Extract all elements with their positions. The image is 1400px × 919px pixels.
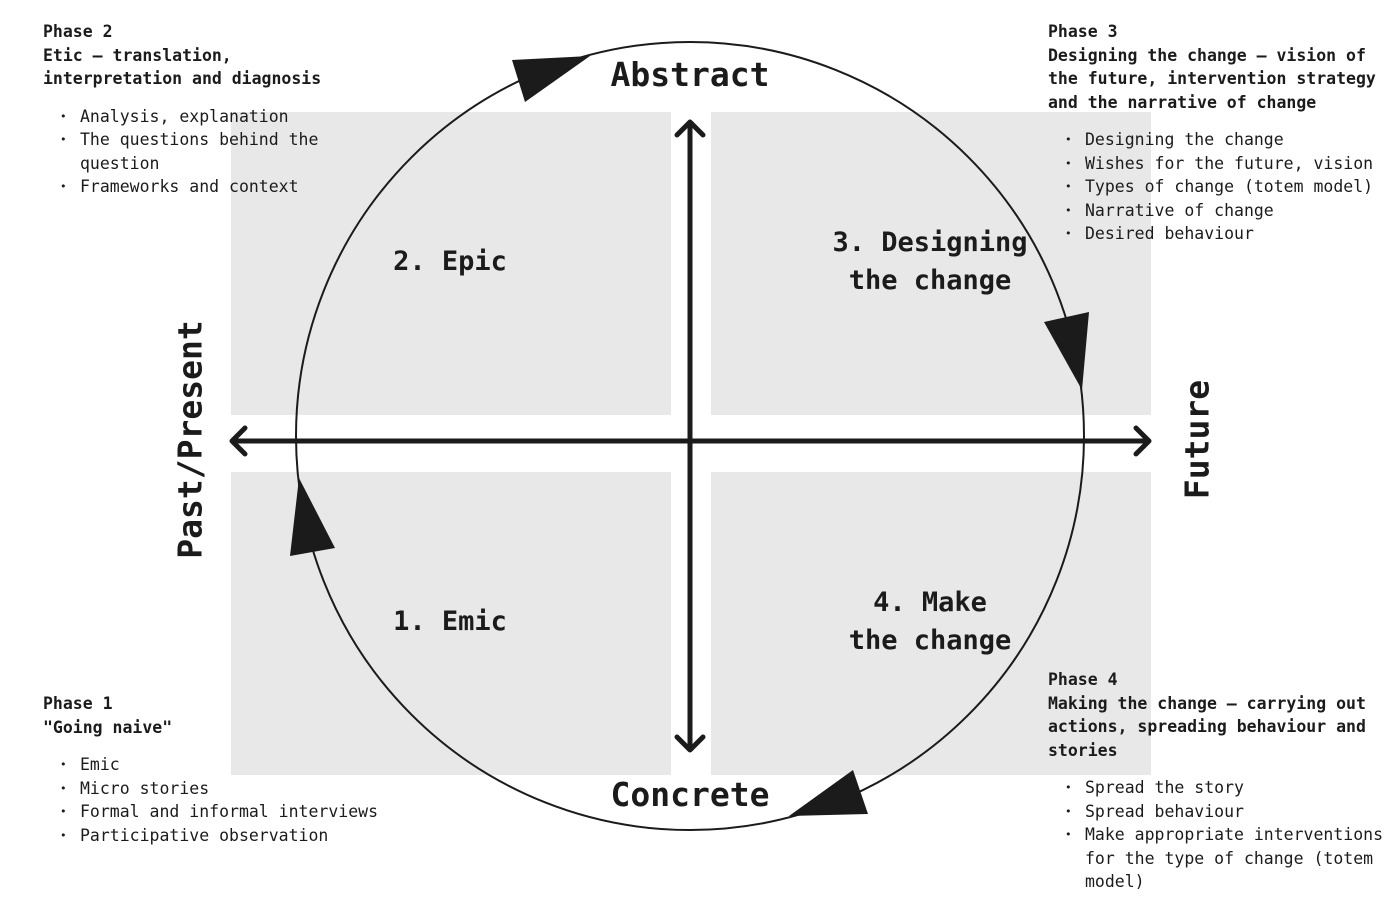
quadrant-make-background <box>711 472 1151 775</box>
list-item: Micro stories <box>60 777 423 801</box>
list-item: Frameworks and context <box>60 175 353 199</box>
axis-arrow-right-icon <box>1133 425 1152 457</box>
list-item: Desired behaviour <box>1065 222 1398 246</box>
phase-item-list: Emic Micro stories Formal and informal i… <box>43 753 423 847</box>
phase-1-block: Phase 1 "Going naive" Emic Micro stories… <box>43 692 423 847</box>
phase-title: Designing the change – vision of the fut… <box>1048 45 1376 112</box>
axis-label-future: Future <box>1177 379 1217 500</box>
list-item: Spread behaviour <box>1065 800 1400 824</box>
list-item: Types of change (totem model) <box>1065 175 1398 199</box>
phase-number: Phase 1 <box>43 694 113 713</box>
list-item: Narrative of change <box>1065 199 1398 223</box>
list-item: Participative observation <box>60 824 423 848</box>
cycle-arrowhead-top-icon <box>512 56 590 102</box>
quadrant-title-designing: 3. Designing the change <box>832 227 1028 296</box>
list-item: The questions behind the question <box>60 128 353 175</box>
cycle-circle <box>295 41 1085 831</box>
axis-label-past-present: Past/Present <box>170 320 210 559</box>
list-item: Formal and informal interviews <box>60 800 423 824</box>
axis-arrow-left-icon <box>229 425 248 457</box>
cycle-arrowhead-bottom-icon <box>789 770 868 816</box>
axis-label-abstract: Abstract <box>610 55 770 94</box>
phase-title: Making the change – carrying out actions… <box>1048 693 1366 760</box>
axis-label-concrete: Concrete <box>610 775 770 814</box>
phase-4-block: Phase 4 Making the change – carrying out… <box>1048 668 1398 894</box>
axis-arrow-down-icon <box>674 734 706 753</box>
list-item: Spread the story <box>1065 776 1400 800</box>
phase-title: Etic – translation, interpretation and d… <box>43 45 322 89</box>
list-item: Make appropriate interventions for the t… <box>1065 823 1400 894</box>
quadrant-title-make: 4. Make the change <box>848 587 1012 656</box>
list-item: Wishes for the future, vision <box>1065 152 1398 176</box>
list-item: Designing the change <box>1065 128 1398 152</box>
cycle-arrowhead-left-icon <box>290 478 335 556</box>
quadrant-title-emic: 1. Emic <box>393 606 507 637</box>
phase-item-list: Designing the change Wishes for the futu… <box>1048 128 1398 246</box>
phase-item-list: Analysis, explanation The questions behi… <box>43 105 353 199</box>
quadrant-title-epic: 2. Epic <box>393 246 507 277</box>
phase-number: Phase 3 <box>1048 22 1118 41</box>
axis-arrow-up-icon <box>674 119 706 138</box>
phase-item-list: Spread the story Spread behaviour Make a… <box>1048 776 1398 894</box>
list-item: Analysis, explanation <box>60 105 353 129</box>
phase-3-block: Phase 3 Designing the change – vision of… <box>1048 20 1398 246</box>
cycle-arrowhead-right-icon <box>1044 312 1089 390</box>
phase-title: "Going naive" <box>43 717 173 737</box>
phase-2-block: Phase 2 Etic – translation, interpretati… <box>43 20 353 199</box>
phase-number: Phase 2 <box>43 22 113 41</box>
list-item: Emic <box>60 753 423 777</box>
phase-number: Phase 4 <box>1048 670 1118 689</box>
